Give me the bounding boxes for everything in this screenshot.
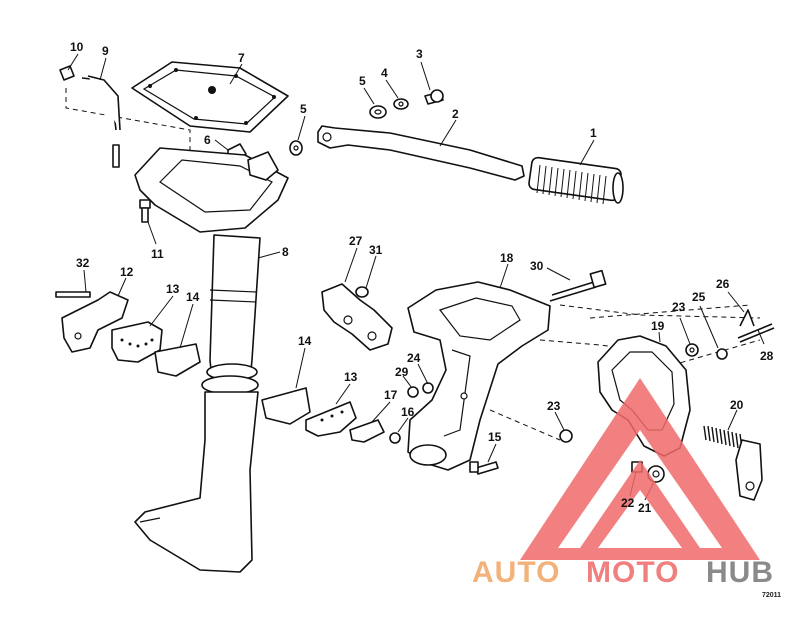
watermark-brand-auto: AUTO (472, 556, 560, 589)
callout-27: 27 (349, 234, 363, 248)
callout-9: 9 (102, 44, 109, 58)
dashed-guide-lines (65, 88, 761, 441)
part-washers-bolt-3-4-5 (289, 89, 444, 156)
callout-31: 31 (369, 243, 383, 257)
part-grip (528, 156, 624, 205)
callout-23b: 23 (547, 399, 561, 413)
callout-14b: 14 (298, 334, 312, 348)
callout-8: 8 (282, 245, 289, 259)
callout-7: 7 (238, 51, 245, 65)
callout-25: 25 (692, 290, 706, 304)
callout-14a: 14 (186, 290, 200, 304)
callout-13b: 13 (344, 370, 358, 384)
callout-5a: 5 (359, 74, 366, 88)
callout-16: 16 (401, 405, 415, 419)
callout-26: 26 (716, 277, 730, 291)
callout-22: 22 (621, 496, 635, 510)
callout-17: 17 (384, 388, 398, 402)
callout-labels: 1 2 3 4 5 5 6 7 8 9 10 11 12 13 13 14 14… (70, 40, 774, 515)
callout-2: 2 (452, 107, 459, 121)
watermark (520, 378, 760, 560)
callout-30: 30 (530, 259, 544, 273)
callout-13a: 13 (166, 282, 180, 296)
callout-5b: 5 (300, 102, 307, 116)
callout-24: 24 (407, 351, 421, 365)
part-bolt-30 (549, 269, 607, 302)
part-latch-plate (321, 283, 393, 351)
part-clamp-right (261, 387, 385, 443)
callout-3: 3 (416, 47, 423, 61)
part-spring-stay (703, 425, 763, 501)
part-swivel-bracket (407, 281, 551, 471)
watermark-brand-hub: HUB (706, 556, 774, 589)
watermark-brand-moto: MOTO (586, 556, 679, 589)
callout-18: 18 (500, 251, 514, 265)
part-clamp-left (55, 291, 201, 377)
watermark-triangle-icon (520, 378, 760, 560)
callout-15: 15 (488, 430, 502, 444)
watermark-inner-triangle-icon (580, 460, 700, 548)
callout-21: 21 (638, 501, 652, 515)
part-screw-11 (139, 199, 151, 223)
leader-lines (67, 53, 765, 501)
callout-23a: 23 (672, 300, 686, 314)
part-washers-clip (559, 309, 775, 443)
callout-6: 6 (204, 133, 211, 147)
callout-11: 11 (151, 247, 164, 261)
callout-4: 4 (381, 66, 388, 80)
part-cover-plate (131, 61, 289, 133)
callout-12: 12 (120, 265, 134, 279)
callout-10: 10 (70, 40, 84, 54)
part-tiller-handle (317, 125, 525, 181)
part-small-fasteners (389, 382, 499, 475)
part-link-rod (59, 65, 121, 168)
callout-20: 20 (730, 398, 744, 412)
figure-code: 72011 (762, 592, 781, 599)
callout-32: 32 (76, 256, 90, 270)
callout-29: 29 (395, 365, 409, 379)
callout-28: 28 (760, 349, 774, 363)
callout-19: 19 (651, 319, 665, 333)
callout-1: 1 (590, 126, 597, 140)
part-exhaust-housing (134, 147, 289, 573)
